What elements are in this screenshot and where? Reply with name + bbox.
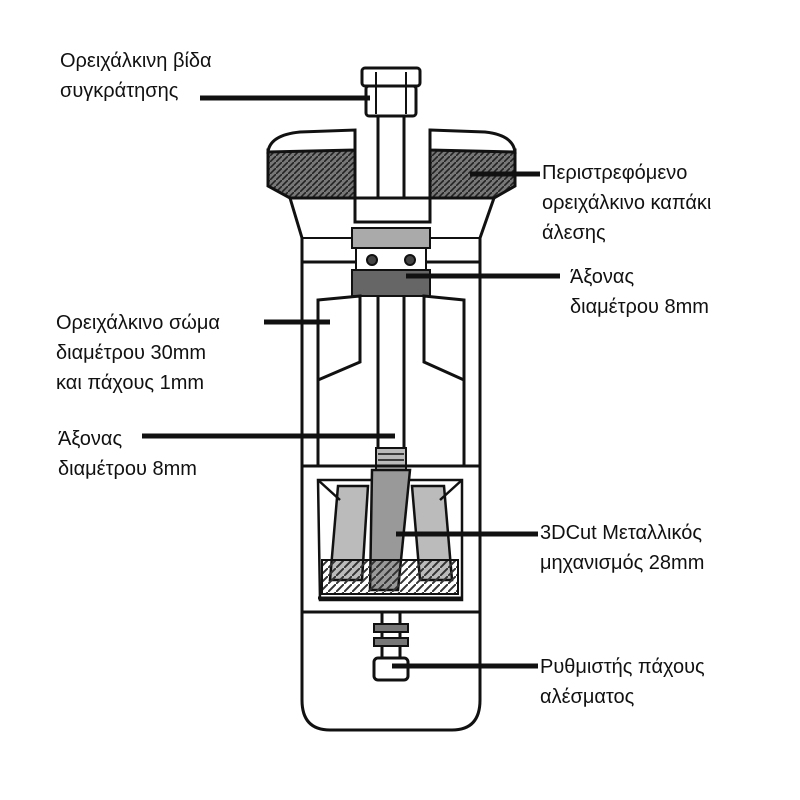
shaft-coupling bbox=[351, 227, 431, 297]
retaining-screw bbox=[360, 66, 422, 118]
label-line: Άξονας bbox=[570, 266, 635, 288]
label-axis-top: Άξονας διαμέτρου 8mm bbox=[570, 262, 709, 322]
label-line: Άξονας bbox=[58, 428, 123, 450]
label-line: 3DCut Μεταλλικός bbox=[540, 522, 702, 544]
grind-adjuster bbox=[302, 610, 480, 682]
label-line: Περιστρεφόμενο bbox=[542, 162, 688, 184]
label-burr-mechanism: 3DCut Μεταλλικός μηχανισμός 28mm bbox=[540, 518, 704, 578]
label-retaining-screw: Ορειχάλκινη βίδα συγκράτησης bbox=[60, 46, 212, 106]
label-line: μηχανισμός 28mm bbox=[540, 552, 705, 574]
label-line: άλεσης bbox=[542, 222, 606, 244]
label-line: διαμέτρου 30mm bbox=[56, 342, 207, 364]
label-line: Ορειχάλκινο σώμα bbox=[56, 312, 220, 334]
label-brass-body: Ορειχάλκινο σώμα διαμέτρου 30mm και πάχο… bbox=[56, 308, 220, 398]
label-line: ορειχάλκινο καπάκι bbox=[542, 192, 712, 214]
label-grind-adjuster: Ρυθμιστής πάχους αλέσματος bbox=[540, 652, 705, 712]
label-line: αλέσματος bbox=[540, 686, 635, 708]
leader-lines bbox=[142, 95, 560, 669]
label-rotating-cap: Περιστρεφόμενο ορειχάλκινο καπάκι άλεσης bbox=[542, 158, 711, 248]
label-line: συγκράτησης bbox=[60, 80, 179, 102]
label-axis-mid: Άξονας διαμέτρου 8mm bbox=[58, 424, 197, 484]
label-line: Ορειχάλκινη βίδα bbox=[60, 50, 212, 72]
label-line: και πάχους 1mm bbox=[56, 372, 205, 394]
brass-body bbox=[300, 262, 482, 732]
label-line: διαμέτρου 8mm bbox=[570, 296, 709, 318]
label-line: διαμέτρου 8mm bbox=[58, 458, 197, 480]
burr-mechanism bbox=[316, 468, 464, 602]
label-line: Ρυθμιστής πάχους bbox=[540, 656, 705, 678]
